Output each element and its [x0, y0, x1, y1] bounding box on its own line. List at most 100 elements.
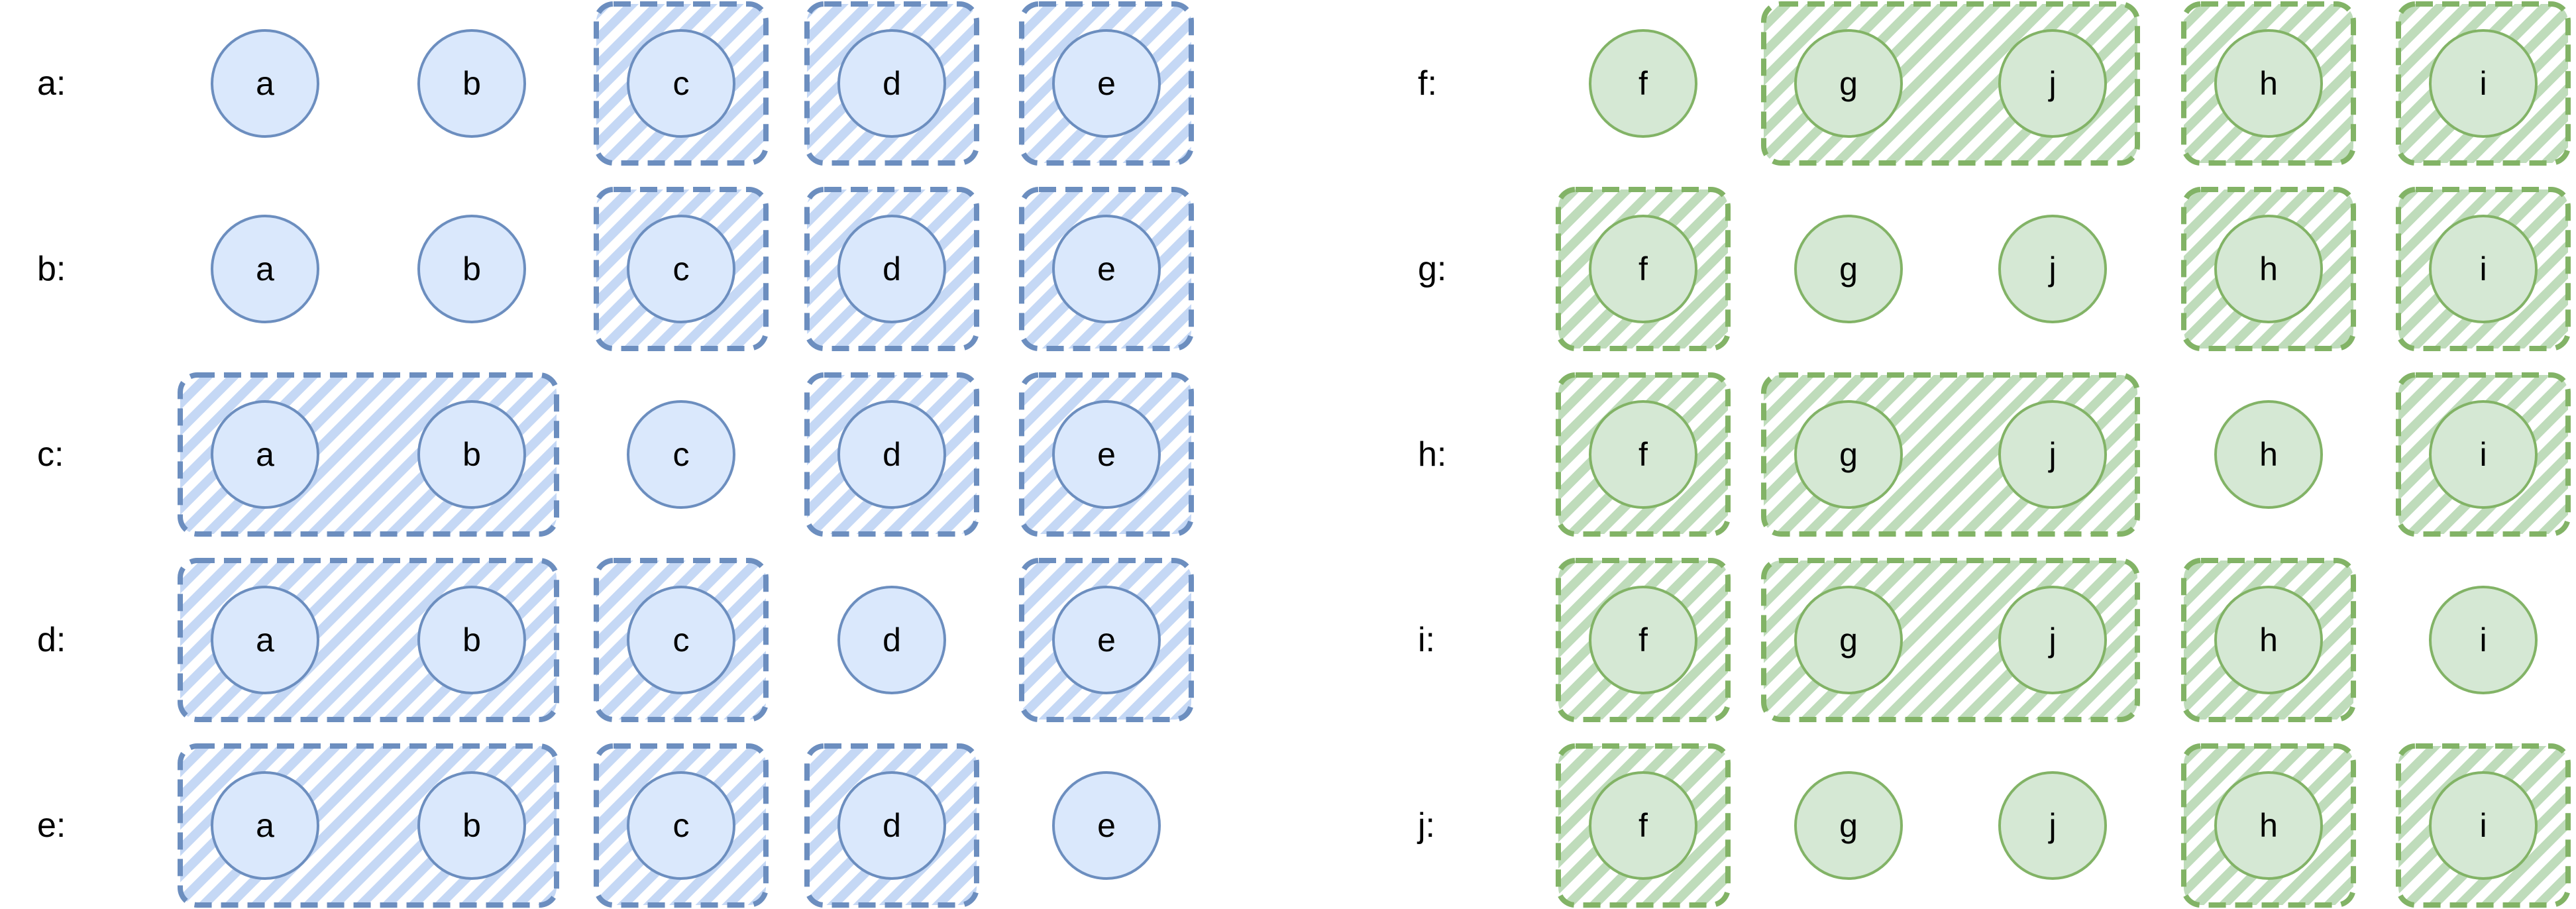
- node-b: b: [417, 215, 526, 323]
- node-circle: [2214, 586, 2323, 694]
- node-circle: [627, 29, 735, 138]
- node-d: d: [837, 586, 946, 694]
- node-j: j: [1998, 215, 2107, 323]
- node-circle: [1998, 400, 2107, 509]
- node-label: d: [883, 807, 901, 844]
- node-label: e: [1097, 436, 1116, 473]
- node-label: h: [2259, 65, 2278, 102]
- node-g: g: [1794, 771, 1903, 880]
- node-g: g: [1794, 400, 1903, 509]
- node-f: f: [1589, 586, 1697, 694]
- node-circle: [2429, 400, 2538, 509]
- node-label: f: [1638, 807, 1648, 844]
- node-circle: [211, 586, 319, 694]
- node-circle: [837, 215, 946, 323]
- row-label-c: c:: [37, 435, 64, 474]
- node-e: e: [1052, 400, 1161, 509]
- node-a: a: [211, 215, 319, 323]
- node-circle: [211, 215, 319, 323]
- node-a: a: [211, 586, 319, 694]
- node-label: b: [462, 807, 481, 844]
- node-label: j: [2047, 621, 2056, 659]
- node-label: i: [2479, 436, 2487, 473]
- node-c: c: [627, 586, 735, 694]
- row-label-d: d:: [37, 621, 66, 659]
- node-d: d: [837, 771, 946, 880]
- node-circle: [627, 586, 735, 694]
- node-f: f: [1589, 771, 1697, 880]
- node-label: i: [2479, 621, 2487, 659]
- row-label-f: f:: [1418, 64, 1437, 103]
- node-i: i: [2429, 771, 2538, 880]
- node-e: e: [1052, 29, 1161, 138]
- node-circle: [1589, 215, 1697, 323]
- node-j: j: [1998, 400, 2107, 509]
- node-label: a: [256, 65, 274, 102]
- node-g: g: [1794, 215, 1903, 323]
- node-label: f: [1638, 621, 1648, 659]
- node-circle: [2214, 29, 2323, 138]
- node-h: h: [2214, 29, 2323, 138]
- node-label: g: [1839, 65, 1858, 102]
- diagram-row-d: d: a b c d e: [37, 558, 1194, 722]
- node-d: d: [837, 400, 946, 509]
- node-label: h: [2259, 807, 2278, 844]
- node-label: c: [673, 807, 690, 844]
- node-label: d: [883, 250, 901, 288]
- node-f: f: [1589, 215, 1697, 323]
- node-circle: [2429, 215, 2538, 323]
- node-circle: [1998, 771, 2107, 880]
- node-circle: [1589, 771, 1697, 880]
- row-label-j: j:: [1417, 806, 1435, 845]
- node-label: c: [673, 250, 690, 288]
- node-b: b: [417, 29, 526, 138]
- node-circle: [2429, 771, 2538, 880]
- node-label: e: [1097, 250, 1116, 288]
- node-i: i: [2429, 215, 2538, 323]
- node-circle: [211, 771, 319, 880]
- node-label: f: [1638, 65, 1648, 102]
- node-label: b: [462, 436, 481, 473]
- node-label: c: [673, 621, 690, 659]
- node-circle: [1589, 29, 1697, 138]
- node-label: c: [673, 436, 690, 473]
- node-circle: [1794, 215, 1903, 323]
- node-circle: [1794, 400, 1903, 509]
- row-label-e: e:: [37, 806, 66, 845]
- node-circle: [1589, 586, 1697, 694]
- node-circle: [1589, 400, 1697, 509]
- node-b: b: [417, 771, 526, 880]
- node-label: d: [883, 621, 901, 659]
- node-h: h: [2214, 215, 2323, 323]
- node-h: h: [2214, 586, 2323, 694]
- node-f: f: [1589, 400, 1697, 509]
- node-label: g: [1839, 807, 1858, 844]
- node-circle: [1998, 586, 2107, 694]
- node-circle: [1794, 586, 1903, 694]
- node-c: c: [627, 400, 735, 509]
- node-label: h: [2259, 621, 2278, 659]
- node-c: c: [627, 215, 735, 323]
- node-label: c: [673, 65, 690, 102]
- node-label: g: [1839, 250, 1858, 288]
- node-circle: [837, 29, 946, 138]
- row-label-a: a:: [37, 64, 66, 103]
- node-label: h: [2259, 436, 2278, 473]
- node-e: e: [1052, 586, 1161, 694]
- node-circle: [1998, 29, 2107, 138]
- node-circle: [2214, 215, 2323, 323]
- node-label: d: [883, 436, 901, 473]
- node-label: e: [1097, 621, 1116, 659]
- node-circle: [837, 400, 946, 509]
- node-label: b: [462, 621, 481, 659]
- node-label: e: [1097, 65, 1116, 102]
- node-label: i: [2479, 807, 2487, 844]
- node-f: f: [1589, 29, 1697, 138]
- node-label: e: [1097, 807, 1116, 844]
